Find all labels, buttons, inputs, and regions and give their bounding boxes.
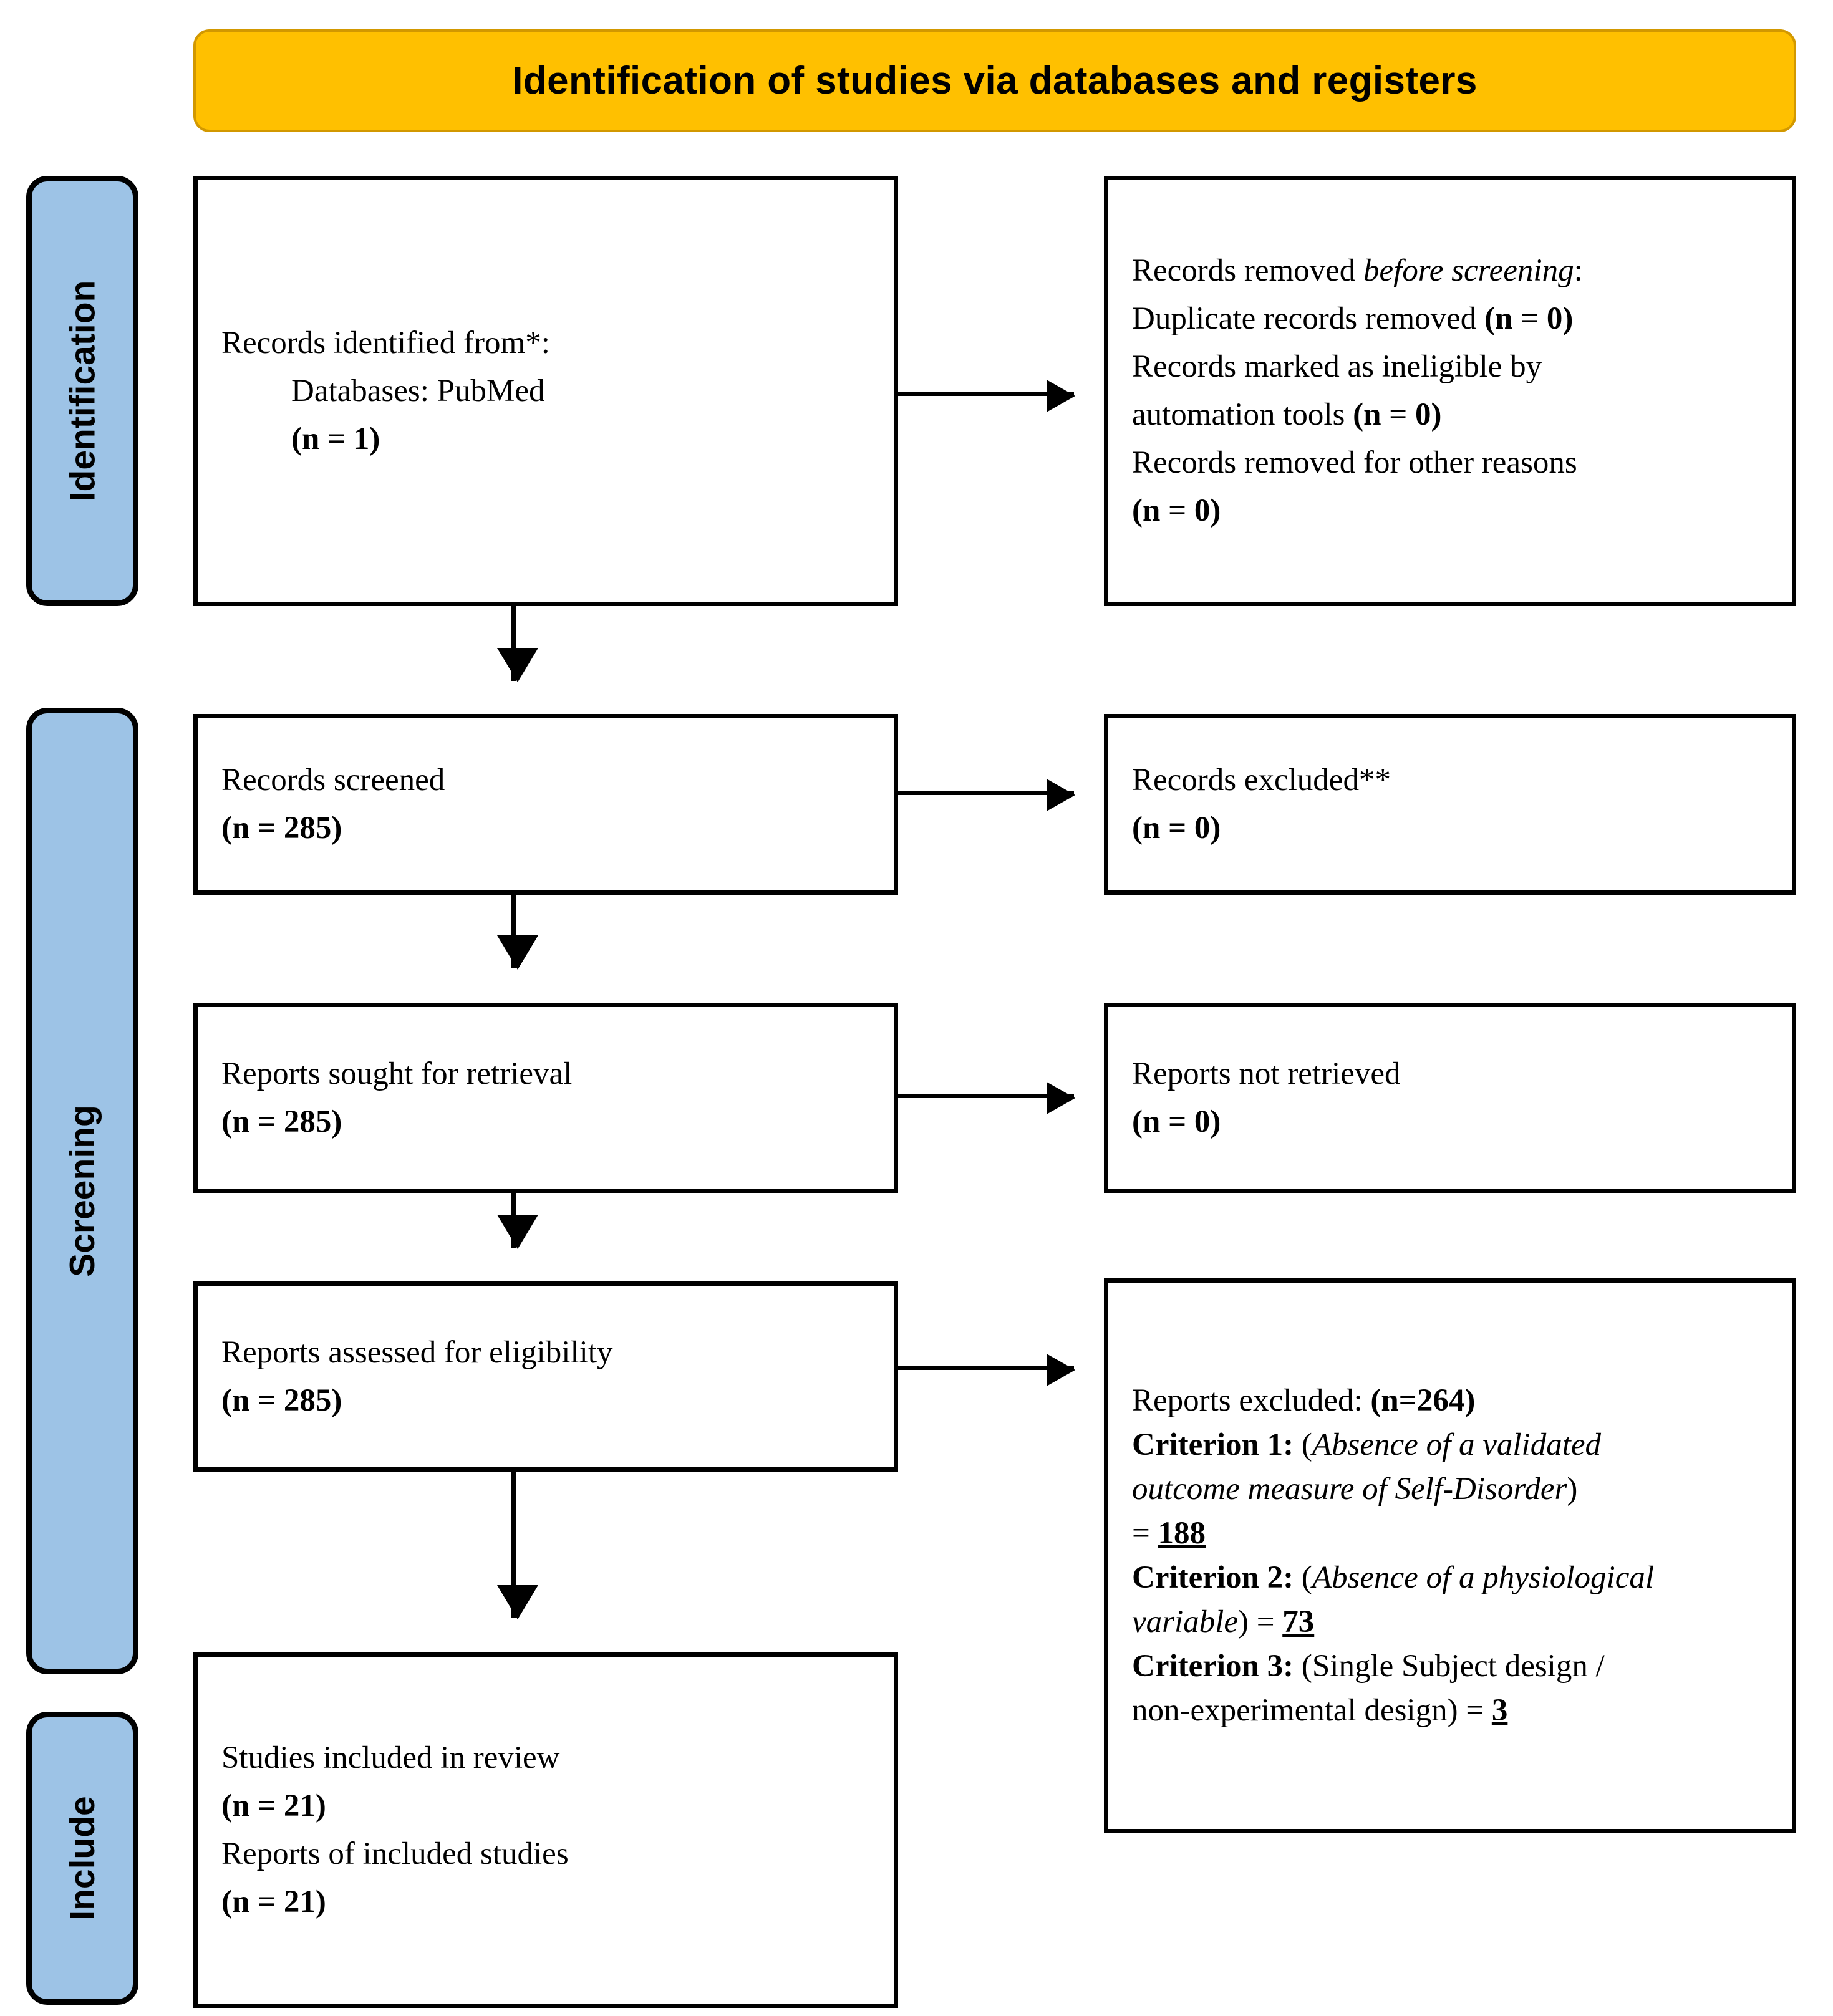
records-excluded-line-1: Records excluded** — [1132, 763, 1391, 798]
records-removed-line-1: Records removed before screening: — [1132, 247, 1768, 295]
reports-excluded-line-5-b: ( — [1294, 1560, 1312, 1595]
records-removed-line-6: (n = 0) — [1132, 493, 1221, 528]
reports-excluded-line-1: Reports excluded: (n=264) — [1132, 1379, 1768, 1423]
studies-included-line-2: (n = 21) — [221, 1788, 326, 1823]
reports-excluded-line-2: Criterion 1: (Absence of a validated — [1132, 1423, 1768, 1467]
box-reports-excluded-detail: Reports excluded: (n=264) Criterion 1: (… — [1104, 1278, 1796, 1833]
reports-excluded-line-4-b: 188 — [1158, 1516, 1206, 1551]
box-records-identified: Records identified from*: Databases: Pub… — [193, 176, 898, 606]
reports-excluded-line-8-b: 3 — [1491, 1693, 1508, 1728]
stage-label-identification: Identification — [26, 176, 138, 606]
records-identified-line-2: Databases: PubMed — [291, 373, 545, 408]
reports-excluded-line-1-b: (n=264) — [1370, 1383, 1476, 1418]
reports-excluded-line-5-a: Criterion 2: — [1132, 1560, 1294, 1595]
box-records-screened: Records screened (n = 285) — [193, 714, 898, 895]
records-removed-line-1-a: Records removed — [1132, 253, 1364, 288]
records-excluded-line-2: (n = 0) — [1132, 811, 1221, 846]
reports-excluded-line-6-c: 73 — [1282, 1604, 1315, 1639]
reports-excluded-line-6-b: ) = — [1237, 1604, 1283, 1639]
reports-excluded-line-5-c: Absence of a physiological — [1312, 1560, 1655, 1595]
box-records-excluded: Records excluded** (n = 0) — [1104, 714, 1796, 895]
records-identified-line-1: Records identified from*: — [221, 325, 550, 360]
stage-label-screening: Screening — [26, 708, 138, 1674]
records-removed-line-1-c: : — [1574, 253, 1583, 288]
records-removed-line-5: Records removed for other reasons — [1132, 445, 1577, 480]
header-banner: Identification of studies via databases … — [193, 29, 1796, 132]
records-removed-line-4-a: automation tools — [1132, 397, 1353, 432]
box-reports-assessed: Reports assessed for eligibility (n = 28… — [193, 1281, 898, 1472]
records-removed-line-2: Duplicate records removed (n = 0) — [1132, 295, 1768, 343]
reports-excluded-line-2-b: ( — [1294, 1427, 1312, 1462]
stage-label-identification-text: Identification — [62, 280, 103, 502]
records-identified-line-3: (n = 1) — [291, 421, 380, 456]
reports-excluded-line-6-a: variable — [1132, 1604, 1238, 1639]
studies-included-line-1: Studies included in review — [221, 1740, 560, 1775]
arrow-screened-to-excluded — [898, 779, 1075, 811]
reports-excluded-line-2-c: Absence of a validated — [1312, 1427, 1602, 1462]
arrow-identified-to-screened — [497, 606, 538, 682]
records-removed-line-1-b: before screening — [1363, 253, 1574, 288]
reports-assessed-line-1: Reports assessed for eligibility — [221, 1334, 613, 1370]
studies-included-line-3: Reports of included studies — [221, 1836, 569, 1871]
studies-included-line-4: (n = 21) — [221, 1884, 326, 1919]
arrow-sought-to-assessed — [497, 1193, 538, 1249]
records-removed-line-4: automation tools (n = 0) — [1132, 391, 1768, 439]
arrow-sought-to-not-retrieved — [898, 1082, 1075, 1114]
arrow-screened-to-sought — [497, 895, 538, 970]
records-screened-line-2: (n = 285) — [221, 811, 342, 846]
reports-assessed-line-2: (n = 285) — [221, 1382, 342, 1418]
reports-sought-line-1: Reports sought for retrieval — [221, 1056, 573, 1091]
stage-label-include: Include — [26, 1712, 138, 2005]
reports-excluded-line-8-a: non-experimental design) = — [1132, 1693, 1492, 1728]
reports-excluded-line-1-a: Reports excluded: — [1132, 1383, 1371, 1418]
records-removed-line-4-b: (n = 0) — [1353, 397, 1442, 432]
reports-excluded-line-7-a: Criterion 3: — [1132, 1649, 1294, 1684]
reports-excluded-line-7-b: (Single Subject design / — [1294, 1649, 1605, 1684]
reports-excluded-line-4-a: = — [1132, 1516, 1158, 1551]
reports-excluded-line-3-b: ) — [1567, 1472, 1578, 1507]
reports-not-retrieved-line-1: Reports not retrieved — [1132, 1056, 1401, 1091]
stage-label-screening-text: Screening — [62, 1105, 102, 1277]
reports-sought-line-2: (n = 285) — [221, 1104, 342, 1139]
arrow-identified-to-removed — [898, 380, 1075, 412]
reports-excluded-line-8: non-experimental design) = 3 — [1132, 1689, 1768, 1733]
arrow-assessed-to-included — [497, 1472, 538, 1619]
page-title: Identification of studies via databases … — [512, 59, 1478, 102]
records-removed-line-2-a: Duplicate records removed — [1132, 301, 1485, 336]
reports-excluded-line-5: Criterion 2: (Absence of a physiological — [1132, 1556, 1768, 1600]
records-removed-line-2-b: (n = 0) — [1484, 301, 1574, 336]
reports-excluded-line-7: Criterion 3: (Single Subject design / — [1132, 1644, 1768, 1689]
box-reports-not-retrieved: Reports not retrieved (n = 0) — [1104, 1003, 1796, 1193]
records-removed-line-3: Records marked as ineligible by — [1132, 349, 1542, 384]
reports-not-retrieved-line-2: (n = 0) — [1132, 1104, 1221, 1139]
reports-excluded-line-3: outcome measure of Self-Disorder) — [1132, 1467, 1768, 1512]
box-reports-sought: Reports sought for retrieval (n = 285) — [193, 1003, 898, 1193]
box-studies-included: Studies included in review (n = 21) Repo… — [193, 1652, 898, 2008]
box-records-removed: Records removed before screening: Duplic… — [1104, 176, 1796, 606]
arrow-assessed-to-reports-excluded — [898, 1354, 1075, 1386]
reports-excluded-line-3-a: outcome measure of Self-Disorder — [1132, 1472, 1567, 1507]
records-screened-line-1: Records screened — [221, 763, 445, 798]
stage-label-include-text: Include — [62, 1796, 102, 1921]
reports-excluded-line-4: = 188 — [1132, 1512, 1768, 1556]
reports-excluded-line-6: variable) = 73 — [1132, 1600, 1768, 1644]
reports-excluded-line-2-a: Criterion 1: — [1132, 1427, 1294, 1462]
